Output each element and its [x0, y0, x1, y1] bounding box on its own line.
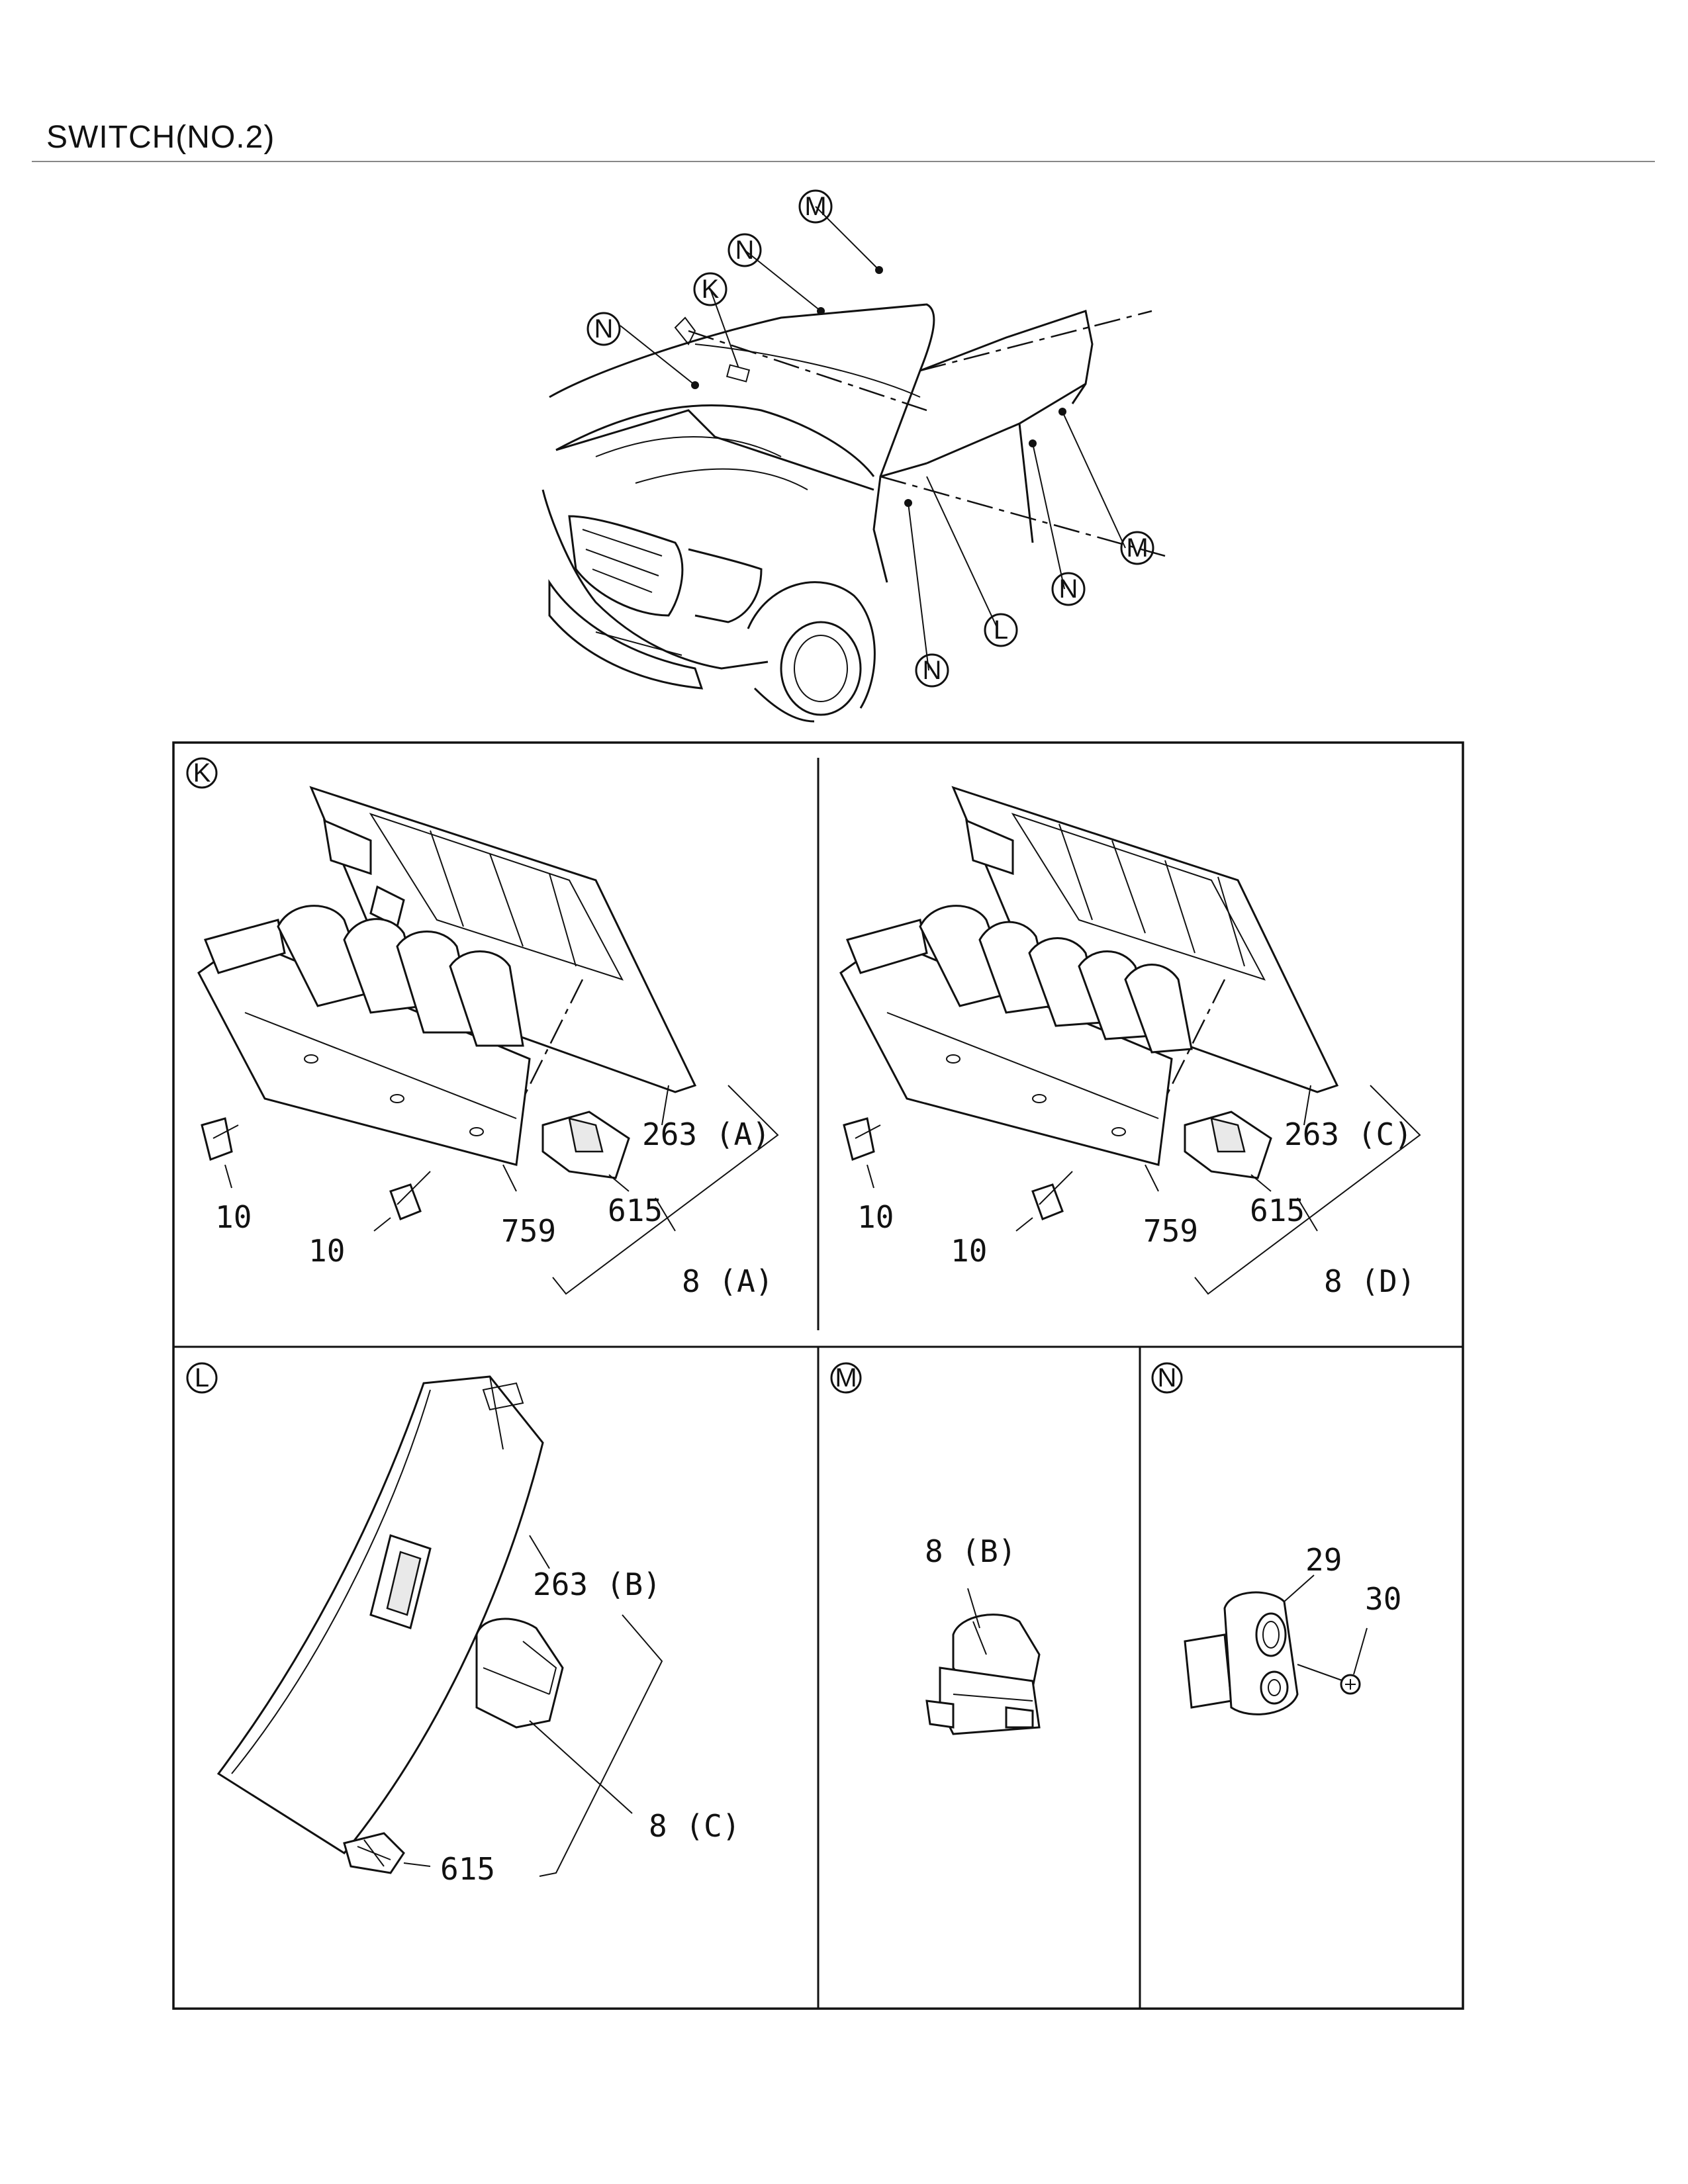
panel-l-letter: L — [186, 1362, 218, 1394]
panel-letter: L — [195, 1363, 209, 1392]
callout-m-right: M — [1120, 531, 1154, 565]
vehicle-overview — [541, 206, 1166, 723]
part-label: 29 — [1305, 1542, 1342, 1578]
courtesy-switch — [1184, 1574, 1368, 1715]
callout-letter: M — [1126, 533, 1148, 563]
panel-letter: N — [1158, 1363, 1177, 1392]
callout-n-left: N — [586, 312, 621, 346]
callout-letter: N — [735, 236, 755, 265]
callout-letter: K — [702, 275, 720, 304]
part-label: 10 — [951, 1233, 987, 1269]
callout-m-top: M — [798, 189, 833, 224]
part-label: 759 — [1143, 1213, 1198, 1249]
part-label: 30 — [1365, 1581, 1401, 1617]
callout-letter: N — [1059, 574, 1078, 604]
panel-letter: K — [193, 758, 211, 788]
panel-m-letter: M — [830, 1362, 862, 1394]
callout-n-bottom: N — [915, 653, 949, 688]
part-label: 8 (C) — [649, 1808, 740, 1844]
callout-letter: N — [594, 314, 614, 343]
callout-l: L — [984, 613, 1018, 647]
part-label: 263 (A) — [642, 1116, 771, 1152]
part-label: 8 (A) — [682, 1263, 773, 1299]
part-label: 615 — [1250, 1193, 1305, 1228]
part-label: 10 — [308, 1233, 345, 1269]
part-label: 8 (D) — [1324, 1263, 1415, 1299]
part-label: 10 — [215, 1199, 252, 1235]
door-trim-switch — [216, 1375, 663, 1877]
switch-assembly-left — [197, 786, 779, 1295]
panel-k-letter: K — [186, 757, 218, 789]
page-title: SWITCH(NO.2) — [46, 120, 275, 155]
part-label: 615 — [440, 1851, 495, 1887]
part-label: 10 — [857, 1199, 894, 1235]
callout-letter: M — [804, 192, 826, 221]
part-label: 759 — [501, 1213, 556, 1249]
window-switch — [925, 1588, 1041, 1735]
panel-n-letter: N — [1151, 1362, 1183, 1394]
part-label: 8 (B) — [925, 1533, 1016, 1569]
panel-letter: M — [835, 1363, 857, 1392]
callout-letter: L — [994, 615, 1008, 645]
callout-letter: N — [923, 656, 942, 685]
part-label: 615 — [608, 1193, 663, 1228]
part-label: 263 (C) — [1284, 1116, 1413, 1152]
callout-k: K — [693, 272, 727, 306]
part-label: 263 (B) — [533, 1567, 661, 1602]
callout-n-upper: N — [727, 233, 762, 267]
title-divider — [32, 161, 1655, 162]
callout-n-right: N — [1051, 572, 1086, 606]
switch-assembly-right — [839, 786, 1421, 1295]
